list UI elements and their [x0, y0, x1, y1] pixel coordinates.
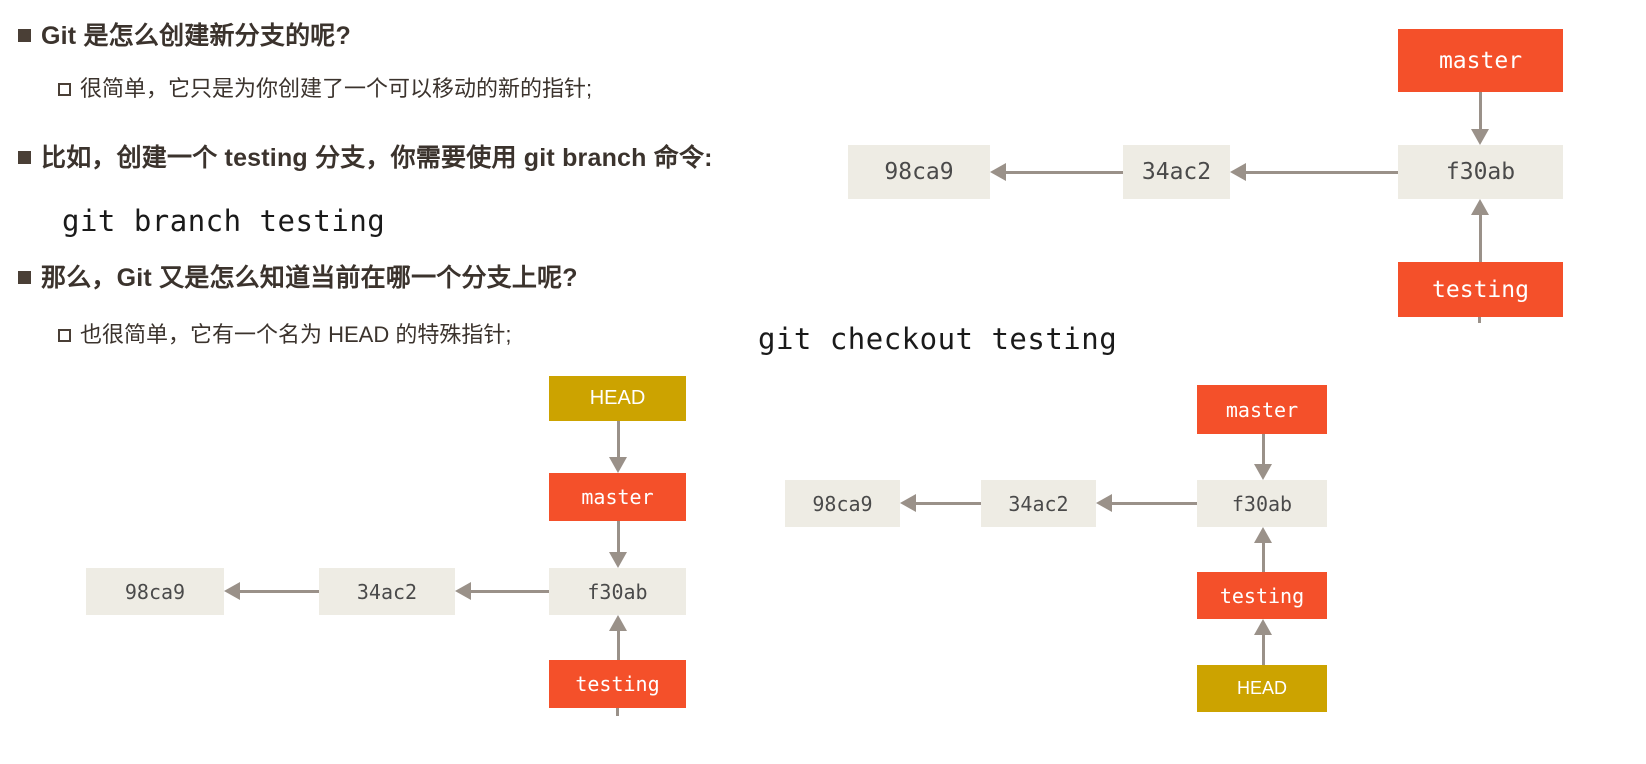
arrow-shaft	[1261, 633, 1265, 665]
node-98ca9: 98ca9	[848, 145, 990, 199]
arrow-shaft	[469, 589, 549, 593]
arrow-shaft	[616, 629, 620, 660]
arrow-head-icon	[224, 582, 240, 600]
arrow-shaft	[616, 521, 620, 554]
arrow-testing-to-f30ab	[1253, 527, 1273, 572]
bullet-simple-pointer: 很简单，它只是为你创建了一个可以移动的新的指针;	[58, 76, 592, 101]
arrow-shaft	[616, 421, 620, 459]
arrow-head-icon	[455, 582, 471, 600]
arrow-head-icon	[1471, 199, 1489, 215]
arrow-34ac2-to-98ca9	[990, 160, 1123, 184]
node-f30ab: f30ab	[549, 568, 686, 615]
bullet-head-pointer: 也很简单，它有一个名为 HEAD 的特殊指针;	[58, 322, 511, 347]
node-testing: testing	[1398, 262, 1563, 317]
arrow-f30ab-to-34ac2	[1096, 491, 1197, 515]
node-98ca9: 98ca9	[785, 480, 900, 527]
node-34ac2: 34ac2	[981, 480, 1096, 527]
arrow-shaft	[1110, 501, 1197, 505]
hollow-square-bullet-icon	[58, 329, 71, 342]
square-bullet-icon	[18, 29, 31, 42]
arrow-head-to-master	[608, 421, 628, 473]
node-testing: testing	[549, 660, 686, 708]
bullet-text: Git 是怎么创建新分支的呢?	[41, 22, 351, 50]
connector-below-testing	[1478, 317, 1481, 323]
arrow-head-icon	[609, 552, 627, 568]
arrow-shaft	[1004, 170, 1123, 174]
arrow-shaft	[1478, 213, 1482, 262]
arrow-head-icon	[900, 494, 916, 512]
hollow-square-bullet-icon	[58, 83, 71, 96]
arrow-shaft	[1261, 541, 1265, 572]
arrow-master-to-f30ab	[1253, 434, 1273, 480]
node-f30ab: f30ab	[1197, 480, 1327, 527]
arrow-testing-to-f30ab	[1470, 199, 1490, 262]
node-f30ab: f30ab	[1398, 145, 1563, 199]
arrow-f30ab-to-34ac2	[455, 579, 549, 603]
arrow-34ac2-to-98ca9	[900, 491, 981, 515]
bullet-text: 很简单，它只是为你创建了一个可以移动的新的指针;	[80, 76, 593, 101]
bullet-text: 比如，创建一个 testing 分支，你需要使用 git branch 命令:	[41, 144, 713, 172]
arrow-head-icon	[1096, 494, 1112, 512]
bullet-text: 也很简单，它有一个名为 HEAD 的特殊指针;	[80, 322, 512, 347]
bullet-how-git-knows-current-branch: 那么，Git 又是怎么知道当前在哪一个分支上呢?	[18, 264, 578, 293]
arrow-master-to-f30ab	[1470, 92, 1490, 145]
arrow-head-icon	[609, 457, 627, 473]
square-bullet-icon	[18, 271, 31, 284]
connector-below-testing	[616, 708, 619, 716]
arrow-head-icon	[1230, 163, 1246, 181]
arrow-head-icon	[609, 615, 627, 631]
arrow-shaft	[1261, 434, 1265, 466]
arrow-shaft	[914, 501, 981, 505]
node-98ca9: 98ca9	[86, 568, 224, 615]
arrow-head-icon	[1471, 129, 1489, 145]
node-34ac2: 34ac2	[319, 568, 455, 615]
arrow-shaft	[1244, 170, 1398, 174]
arrow-head-icon	[990, 163, 1006, 181]
arrow-testing-to-f30ab	[608, 615, 628, 660]
bullet-example-git-branch: 比如，创建一个 testing 分支，你需要使用 git branch 命令:	[18, 144, 713, 173]
node-master: master	[1197, 385, 1327, 434]
arrow-head-icon	[1254, 619, 1272, 635]
command-git-branch-testing: git branch testing	[62, 204, 386, 238]
square-bullet-icon	[18, 151, 31, 164]
node-master: master	[1398, 29, 1563, 92]
command-git-checkout-testing: git checkout testing	[758, 322, 1118, 356]
bullet-text: 那么，Git 又是怎么知道当前在哪一个分支上呢?	[41, 264, 578, 292]
arrow-head-icon	[1254, 527, 1272, 543]
node-head: HEAD	[1197, 665, 1327, 712]
arrow-shaft	[238, 589, 319, 593]
node-testing: testing	[1197, 572, 1327, 619]
arrow-head-to-testing	[1253, 619, 1273, 665]
arrow-master-to-f30ab	[608, 521, 628, 568]
node-34ac2: 34ac2	[1123, 145, 1230, 199]
arrow-f30ab-to-34ac2	[1230, 160, 1398, 184]
arrow-head-icon	[1254, 464, 1272, 480]
arrow-34ac2-to-98ca9	[224, 579, 319, 603]
node-head: HEAD	[549, 376, 686, 421]
arrow-shaft	[1478, 92, 1482, 131]
node-master: master	[549, 473, 686, 521]
bullet-git-create-branch: Git 是怎么创建新分支的呢?	[18, 22, 351, 51]
